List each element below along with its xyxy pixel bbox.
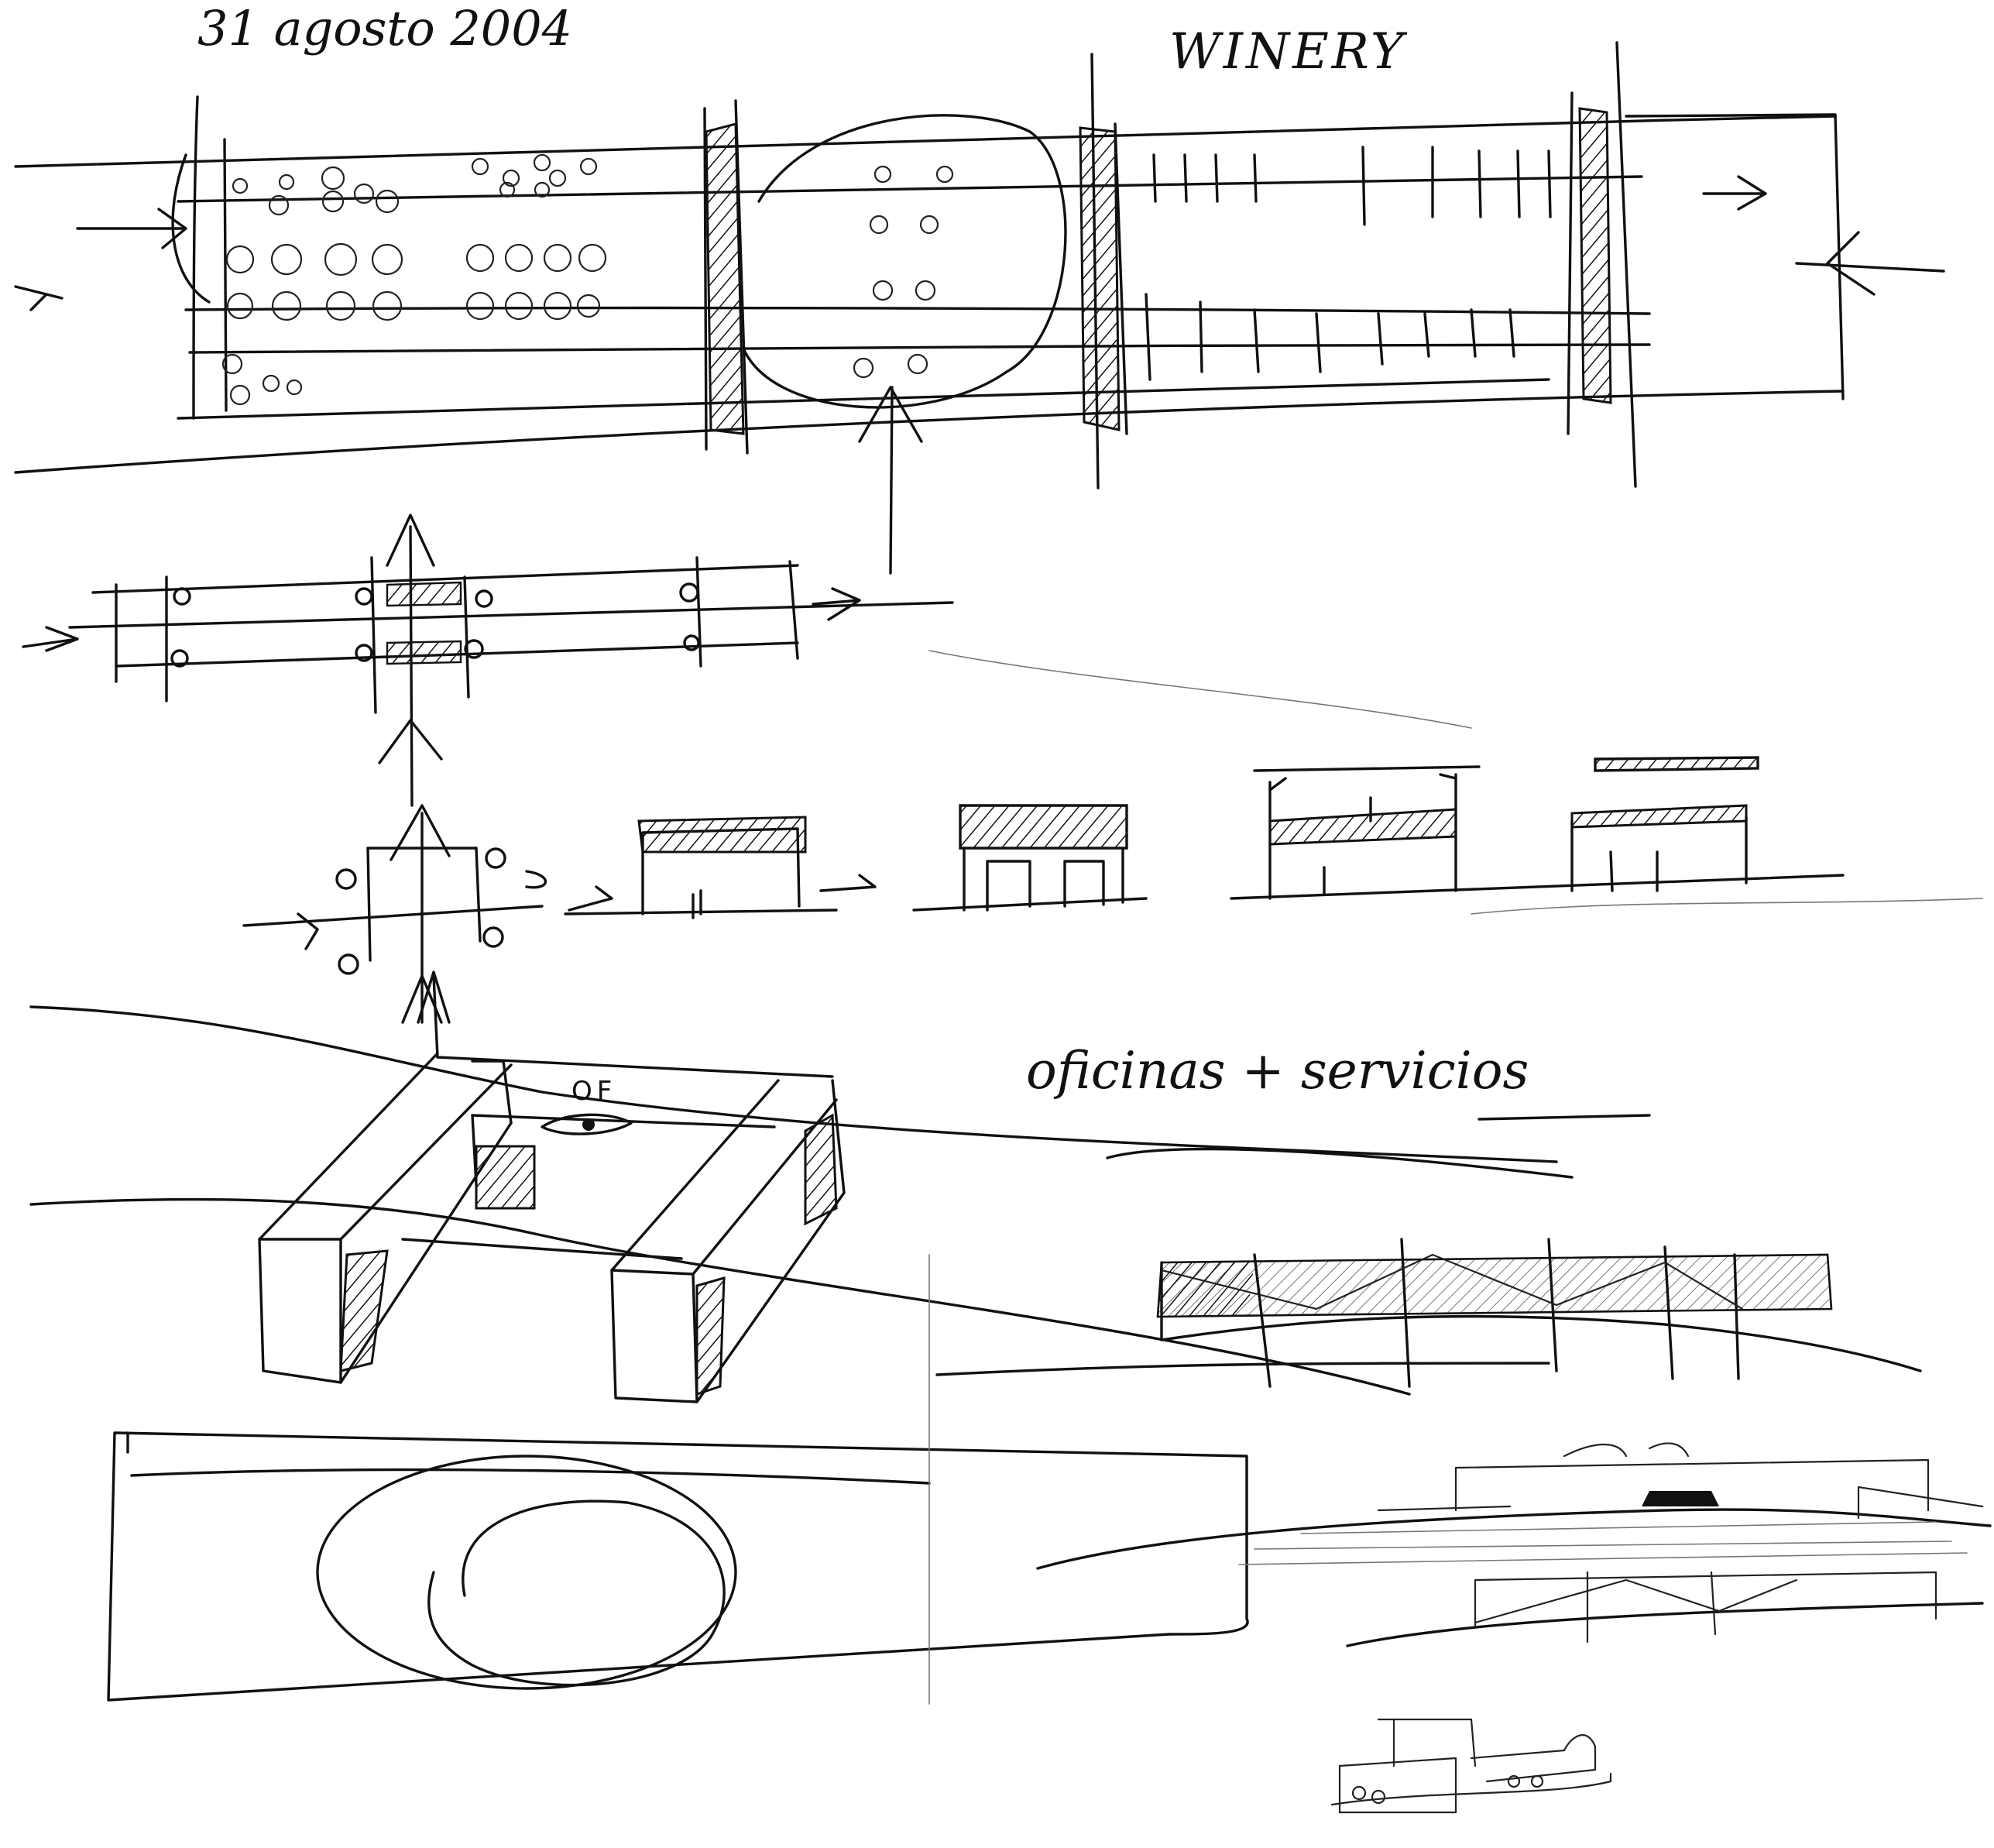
background-traces bbox=[928, 650, 1983, 1705]
crossing-diagram bbox=[242, 804, 547, 1024]
axonometric-sketch bbox=[29, 970, 1558, 1403]
long-section bbox=[935, 1238, 1922, 1388]
date-note: 31 agosto 2004 bbox=[197, 0, 572, 57]
elevation-sequence bbox=[564, 756, 1845, 919]
mid-plan-sketch bbox=[22, 514, 954, 807]
annotation-bottom: oficinas + servicios bbox=[1026, 1041, 1529, 1101]
site-plan-oval bbox=[107, 1431, 1249, 1702]
top-plan-sketch bbox=[14, 41, 1945, 575]
landscape-perspective bbox=[1036, 1442, 1992, 1814]
annotation-of: OF bbox=[571, 1076, 616, 1107]
title-note: WINERY bbox=[1169, 23, 1408, 81]
